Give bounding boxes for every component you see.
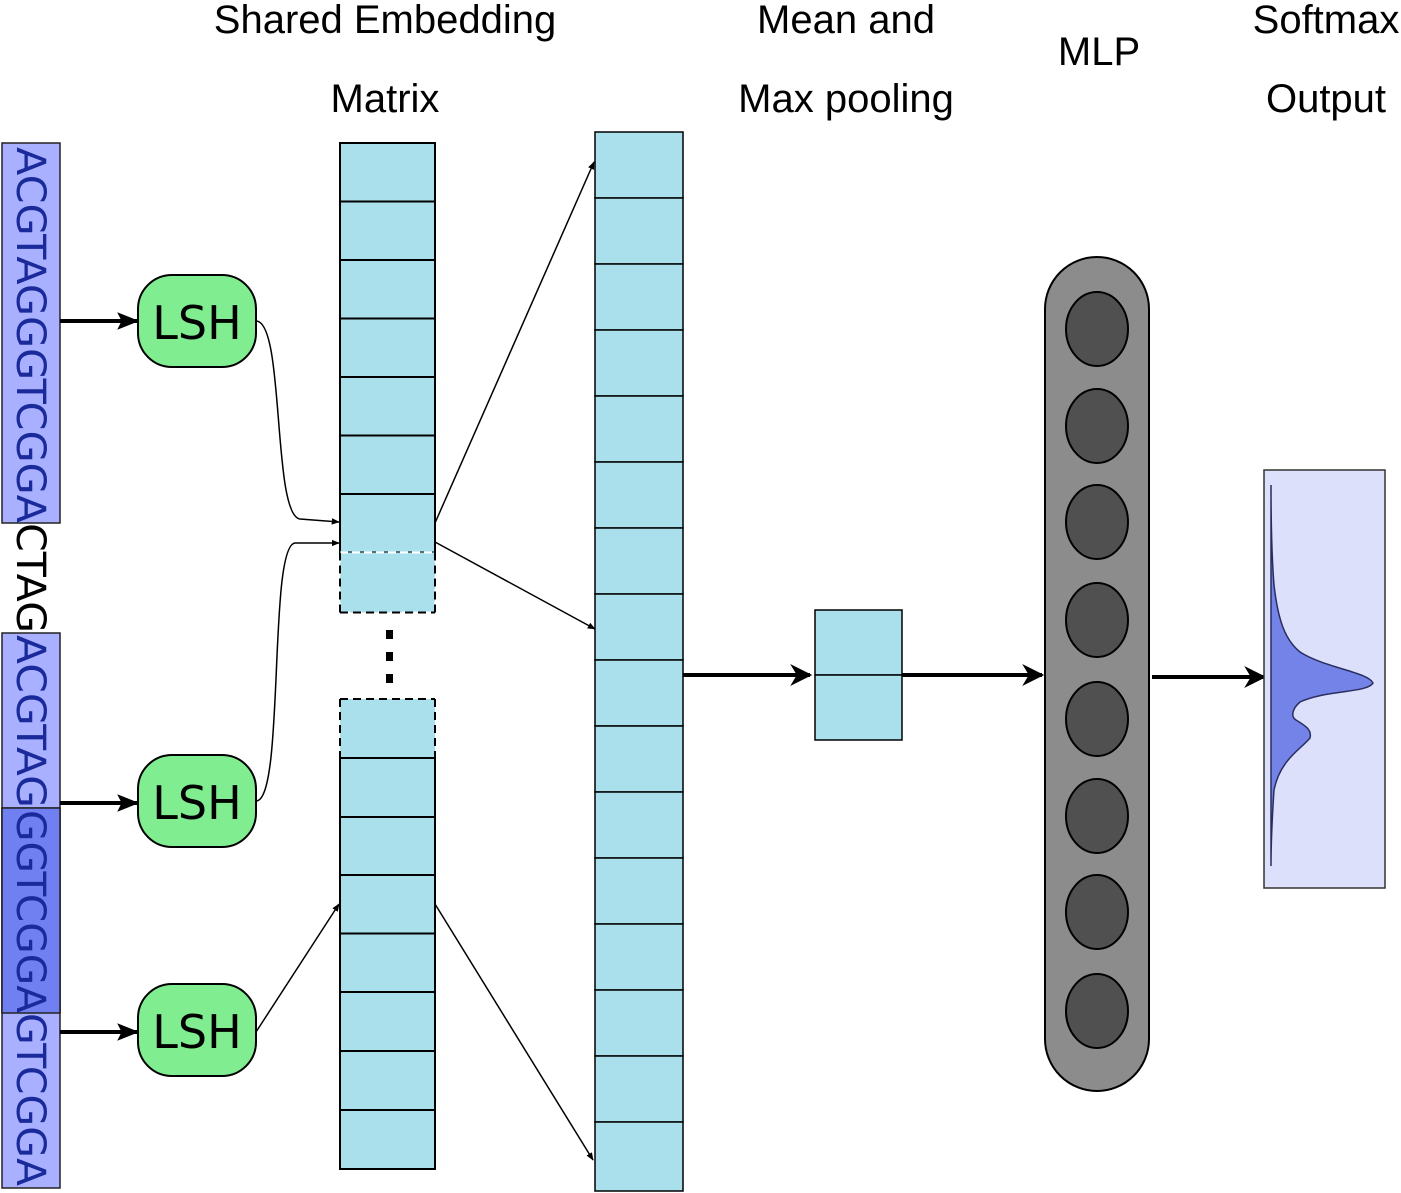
column-cell (594, 395, 684, 463)
mlp-block (1044, 256, 1150, 1092)
column-cell (594, 197, 684, 265)
embedding-title-line1: Shared Embedding (214, 0, 556, 42)
mlp-node (1065, 973, 1129, 1049)
embedding-ellipsis (386, 630, 393, 683)
sequence-window-1 (1, 142, 61, 524)
softmax-title-line1: Softmax (1253, 0, 1400, 42)
embedding-matrix-top (339, 142, 436, 614)
embedding-sequence-column (594, 131, 684, 1192)
pooling-title-line2: Max pooling (738, 77, 954, 121)
arrow-lsh2-to-embedding (255, 539, 340, 802)
lsh-label-1: LSH (152, 296, 241, 350)
pooling-cell-max (814, 674, 903, 741)
sequence-segment-4: GGTCGGA (7, 810, 53, 1014)
embedding-cell-selected (339, 493, 436, 554)
softmax-output-panel (1263, 469, 1386, 889)
column-cell (594, 1055, 684, 1123)
embedding-cell (339, 932, 436, 993)
embedding-cell (339, 991, 436, 1052)
lsh-label-3: LSH (152, 1005, 241, 1059)
column-cell (594, 329, 684, 397)
column-cell (594, 461, 684, 529)
arrow-embedding-to-column-1 (434, 161, 595, 524)
embedding-cell (339, 1109, 436, 1170)
mlp-node (1065, 778, 1129, 854)
embedding-matrix-bottom (339, 698, 436, 1170)
mlp-node (1065, 582, 1129, 658)
embedding-cell (339, 200, 436, 261)
embedding-cell-dashed (339, 551, 436, 614)
column-cell (594, 263, 684, 331)
column-cell (594, 923, 684, 991)
column-cell (594, 593, 684, 661)
arrow-embedding-to-column-2 (434, 541, 596, 630)
sequence-strip: ACGTAGGGTCGGA CTAG ACGTAG GGTCGGA GTCGGA (1, 142, 61, 1189)
arrow-embedding-to-column-3 (434, 903, 594, 1161)
pooling-block (814, 609, 903, 741)
column-cell (594, 1121, 684, 1192)
lsh-block-2: LSH (137, 754, 257, 848)
column-cell (594, 725, 684, 793)
embedding-cell (339, 816, 436, 876)
sequence-segment-1: ACGTAGGGTCGGA (7, 147, 53, 524)
embedding-cell (339, 376, 436, 437)
mlp-title: MLP (1058, 30, 1140, 74)
lsh-label-2: LSH (152, 776, 241, 830)
column-cell (594, 989, 684, 1057)
lsh-block-3: LSH (137, 983, 257, 1077)
embedding-cell-selected (339, 874, 436, 935)
sequence-window-overlap (1, 807, 61, 1014)
pooling-cell-mean (814, 609, 903, 676)
sequence-segment-3: ACGTAG (7, 635, 53, 808)
column-cell (594, 131, 684, 199)
mlp-node (1065, 484, 1129, 560)
embedding-cell (339, 1050, 436, 1111)
embedding-title-line2: Matrix (331, 77, 440, 121)
column-cell (594, 527, 684, 595)
column-cell (594, 791, 684, 859)
softmax-distribution-curve (1270, 484, 1374, 867)
column-cell (594, 857, 684, 925)
sequence-segment-5: GTCGGA (7, 1013, 53, 1187)
softmax-title-line2: Output (1266, 77, 1386, 121)
arrow-lsh1-to-embedding (255, 320, 340, 525)
embedding-cell (339, 757, 436, 818)
mlp-node (1065, 681, 1129, 757)
mlp-node (1065, 874, 1129, 950)
lsh-block-1: LSH (137, 274, 257, 368)
embedding-cell-dashed (340, 699, 435, 758)
embedding-cell (339, 434, 436, 495)
embedding-cell (339, 317, 436, 378)
sequence-segment-2: CTAG (7, 523, 53, 633)
pooling-title-line1: Mean and (757, 0, 935, 42)
mlp-body (1044, 256, 1150, 1092)
embedding-cell (339, 259, 436, 320)
mlp-node (1065, 291, 1129, 367)
mlp-node (1065, 388, 1129, 464)
embedding-cell (339, 142, 436, 203)
column-cell (594, 659, 684, 727)
arrow-lsh3-to-embedding (255, 903, 340, 1033)
